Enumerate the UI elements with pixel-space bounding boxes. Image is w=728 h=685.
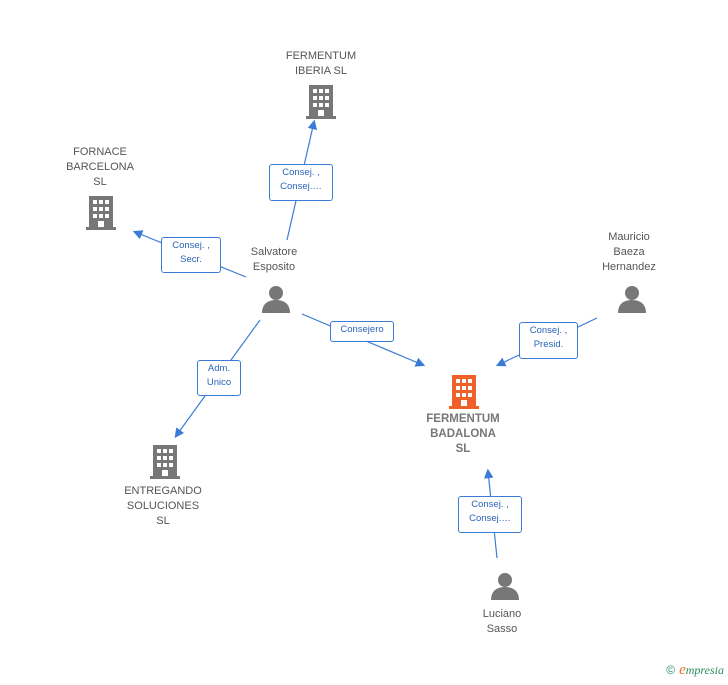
relation-box-iberia[interactable]: Consej. , Consej.… [269,164,333,201]
person-icon [262,286,290,313]
node-label-mauricio[interactable]: Mauricio Baeza Hernandez [602,231,656,273]
copyright-icon: © [666,663,676,677]
relation-box-luciano[interactable]: Consej. , Consej.… [458,496,522,533]
relation-box-fornace[interactable]: Consej. , Secr. [161,237,221,273]
person-icon [618,286,646,313]
brand-footer: ©empresia [666,662,724,679]
main-building-icon[interactable] [449,375,479,409]
node-label-fermentum-iberia[interactable]: FERMENTUM IBERIA SL [285,50,357,77]
node-label-entregando[interactable]: ENTREGANDO SOLUCIONES SL [124,485,202,527]
building-icon [150,445,180,479]
brand-name: mpresia [685,663,724,677]
building-icon [306,85,336,119]
node-label-fermentum-badalona[interactable]: FERMENTUM BADALONA SL [426,413,500,455]
node-label-luciano[interactable]: Luciano Sasso [482,608,522,635]
node-label-salvatore[interactable]: Salvatore Esposito [250,246,298,273]
relation-box-mauricio[interactable]: Consej. , Presid. [519,322,578,359]
person-icon [491,573,519,600]
relation-box-consejero[interactable]: Consejero [330,321,394,342]
relation-box-adm[interactable]: Adm. Unico [197,360,241,396]
node-label-fornace[interactable]: FORNACE BARCELONA SL [66,146,134,188]
building-icon [86,196,116,230]
brand-initial: e [679,662,686,678]
